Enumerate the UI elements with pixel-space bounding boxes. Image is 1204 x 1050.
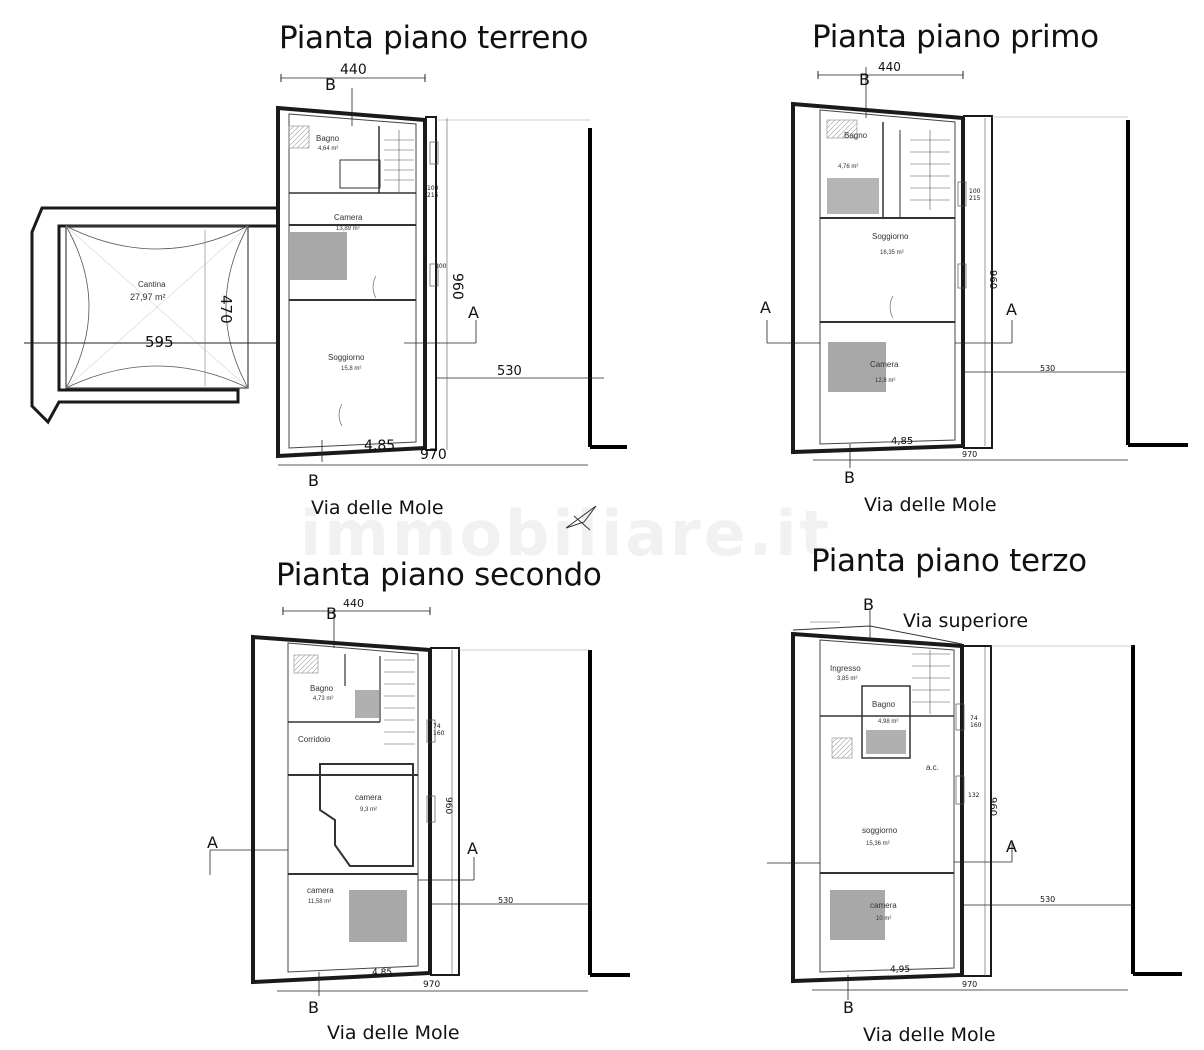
third-small-dim-a: 74 <box>970 715 978 722</box>
second-section-b-bottom: B <box>308 998 319 1017</box>
third-room-ingresso-name: Ingresso <box>830 664 861 673</box>
first-room-soggiorno-area: 16,35 m² <box>880 250 904 256</box>
ground-room-cantina-name: Cantina <box>138 280 166 289</box>
ground-room-camera-name: Camera <box>334 213 363 222</box>
third-section-a-right: A <box>1006 837 1017 856</box>
ground-small-dim-c: 100 <box>435 263 447 270</box>
second-section-a-left: A <box>207 833 218 852</box>
third-room-camera-name: camera <box>870 901 897 910</box>
ground-floor-plan: 595 470 <box>24 62 627 490</box>
compass-icon <box>565 505 597 531</box>
ground-street-label: Via delle Mole <box>311 497 444 519</box>
ground-room-cantina-area: 27,97 m² <box>130 292 166 302</box>
ground-room-camera-area: 13,89 m² <box>336 226 360 232</box>
ground-room-soggiorno-name: Soggiorno <box>328 353 365 362</box>
cantina-width-dim: 595 <box>145 333 174 351</box>
ground-room-soggiorno-area: 15,8 m² <box>341 366 361 372</box>
first-section-a-right: A <box>1006 300 1017 319</box>
third-note-ac: a.c. <box>926 763 939 772</box>
first-right-dim: 960 <box>987 270 998 289</box>
second-room-corridoio-name: Corridoio <box>298 735 331 744</box>
watermark: immobiliare.it <box>300 497 833 570</box>
cantina-annex: 595 470 <box>24 206 280 425</box>
upper-street-label: Via superiore <box>903 610 1029 632</box>
ground-top-dim: 440 <box>340 62 367 78</box>
second-small-dim-b: 160 <box>433 730 445 737</box>
third-floor-title: Pianta piano terzo <box>811 543 1087 579</box>
second-floor-title: Pianta piano secondo <box>276 557 602 593</box>
ground-section-b-top: B <box>325 75 336 94</box>
second-top-dim: 440 <box>343 597 364 610</box>
third-room-bagno-area: 4,98 m² <box>878 719 898 725</box>
first-section-a-left: A <box>760 298 771 317</box>
first-room-bagno-area: 4,76 m² <box>838 164 858 170</box>
third-bottom-dim: 970 <box>962 980 977 989</box>
first-room-camera-area: 12,8 m² <box>875 378 895 384</box>
first-bottom-dim: 970 <box>962 450 977 459</box>
first-section-b-bottom: B <box>844 468 855 487</box>
third-room-soggiorno-name: soggiorno <box>862 826 898 835</box>
second-bottom-dim: 970 <box>423 980 440 990</box>
ground-bottom-dim: 970 <box>420 447 447 463</box>
second-right-dim: 960 <box>443 797 453 814</box>
third-facade-dim: 4,95 <box>890 965 910 975</box>
third-floor-plan: 970 960 530 4,95 74 160 132 B B A a.c. I… <box>767 595 1182 1017</box>
ground-facade-dim: 4,85 <box>364 438 395 454</box>
third-small-dim-c: 132 <box>968 792 980 799</box>
ground-front-dim: 530 <box>497 364 522 379</box>
ground-room-bagno-name: Bagno <box>316 134 340 143</box>
ground-right-dim: 960 <box>449 273 465 300</box>
cantina-height-dim: 470 <box>217 295 235 324</box>
ground-section-a: A <box>468 303 479 322</box>
third-room-soggiorno-area: 15,36 m² <box>866 841 890 847</box>
second-room-bagno-name: Bagno <box>310 684 334 693</box>
second-street-label: Via delle Mole <box>327 1022 460 1044</box>
first-small-dim-b: 215 <box>969 195 981 202</box>
first-section-b-top: B <box>859 70 870 89</box>
ground-room-bagno-area: 4,64 m² <box>318 146 338 152</box>
second-section-b-top: B <box>326 604 337 623</box>
ground-floor-title: Pianta piano terreno <box>279 20 589 56</box>
first-floor-plan: 440 970 960 530 4,85 100 215 B B A A Bag… <box>760 60 1188 487</box>
third-section-b-top: B <box>863 595 874 614</box>
second-room-camera-b-area: 11,58 m² <box>308 899 331 905</box>
third-section-b-bottom: B <box>843 998 854 1017</box>
ground-section-b-bottom: B <box>308 471 319 490</box>
third-room-camera-area: 10 m² <box>876 916 891 922</box>
first-street-label: Via delle Mole <box>864 494 997 516</box>
third-street-label: Via delle Mole <box>863 1024 996 1046</box>
second-front-dim: 530 <box>498 896 513 905</box>
ground-small-dim-b: 215 <box>427 192 439 199</box>
ground-small-dim-a: 100 <box>427 185 439 192</box>
third-room-bagno-name: Bagno <box>872 700 896 709</box>
second-room-bagno-area: 4,73 m² <box>313 696 333 702</box>
second-facade-dim: 4,85 <box>372 968 392 978</box>
second-small-dim-a: 74 <box>433 723 441 730</box>
first-room-bagno-name: Bagno <box>844 131 868 140</box>
first-front-dim: 530 <box>1040 364 1055 373</box>
second-room-camera-b-name: camera <box>307 886 334 895</box>
third-right-dim: 960 <box>987 797 998 816</box>
first-room-soggiorno-name: Soggiorno <box>872 232 909 241</box>
first-floor-title: Pianta piano primo <box>812 19 1099 55</box>
second-room-camera-a-name: camera <box>355 793 382 802</box>
second-room-camera-a-area: 9,3 m² <box>360 807 377 813</box>
second-floor-plan: 440 970 960 530 4,85 74 160 B B A A Bagn… <box>207 597 630 1017</box>
first-facade-dim: 4,85 <box>891 436 913 447</box>
first-small-dim-a: 100 <box>969 188 981 195</box>
third-room-ingresso-area: 3,85 m² <box>837 676 857 682</box>
third-small-dim-b: 160 <box>970 722 982 729</box>
third-front-dim: 530 <box>1040 895 1055 904</box>
second-section-a-right: A <box>467 839 478 858</box>
first-room-camera-name: Camera <box>870 360 899 369</box>
first-top-dim: 440 <box>878 60 901 74</box>
